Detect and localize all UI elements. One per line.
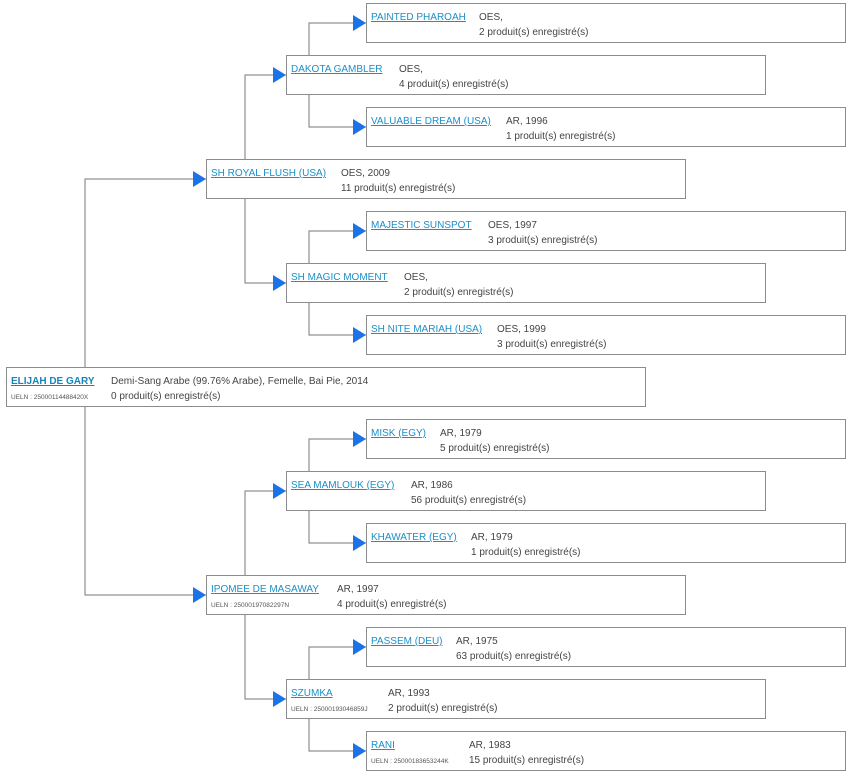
sire-dam-dam-name-link[interactable]: SH NITE MARIAH (USA) bbox=[371, 324, 483, 335]
sire-sire-dam-node: VALUABLE DREAM (USA) AR, 1996 1 produit(… bbox=[366, 107, 846, 147]
sire-name-link[interactable]: SH ROYAL FLUSH (USA) bbox=[211, 168, 327, 179]
arrow-right-icon bbox=[353, 327, 366, 343]
sire-node: SH ROYAL FLUSH (USA) OES, 2009 11 produi… bbox=[206, 159, 686, 199]
connector-line bbox=[244, 74, 286, 159]
dam-ueln: UELN : 25000197082297N bbox=[211, 602, 290, 609]
arrow-right-icon bbox=[353, 223, 366, 239]
dam-dam-sire-name-link[interactable]: PASSEM (DEU) bbox=[371, 636, 443, 647]
sire-sire-node: DAKOTA GAMBLER OES, 4 produit(s) enregis… bbox=[286, 55, 766, 95]
dam-sire-info: AR, 1986 bbox=[411, 480, 453, 491]
arrow-right-icon bbox=[273, 275, 286, 291]
sire-sire-sire-info: OES, bbox=[479, 12, 503, 23]
dam-dam-dam-ueln: UELN : 25000183653244K bbox=[371, 758, 449, 765]
dam-sire-dam-name-link[interactable]: KHAWATER (EGY) bbox=[371, 532, 457, 543]
dam-dam-dam-info: AR, 1983 bbox=[469, 740, 511, 751]
connector-line bbox=[244, 615, 286, 700]
arrow-right-icon bbox=[273, 67, 286, 83]
sire-dam-sire-name-link[interactable]: MAJESTIC SUNSPOT bbox=[371, 220, 472, 231]
dam-node: IPOMEE DE MASAWAY UELN : 25000197082297N… bbox=[206, 575, 686, 615]
subject-info: Demi-Sang Arabe (99.76% Arabe), Femelle,… bbox=[111, 376, 369, 387]
subject-products: 0 produit(s) enregistré(s) bbox=[111, 391, 221, 402]
dam-sire-sire-node: MISK (EGY) AR, 1979 5 produit(s) enregis… bbox=[366, 419, 846, 459]
sire-dam-node: SH MAGIC MOMENT OES, 2 produit(s) enregi… bbox=[286, 263, 766, 303]
sire-sire-dam-products: 1 produit(s) enregistré(s) bbox=[506, 131, 616, 142]
arrow-right-icon bbox=[273, 691, 286, 707]
dam-dam-dam-name-link[interactable]: RANI bbox=[371, 740, 395, 751]
dam-dam-products: 2 produit(s) enregistré(s) bbox=[388, 703, 498, 714]
sire-sire-sire-name-link[interactable]: PAINTED PHAROAH bbox=[371, 12, 466, 23]
arrow-right-icon bbox=[353, 743, 366, 759]
arrow-right-icon bbox=[273, 483, 286, 499]
sire-sire-info: OES, bbox=[399, 64, 423, 75]
connector-line bbox=[308, 303, 366, 336]
sire-dam-info: OES, bbox=[404, 272, 428, 283]
connector-line bbox=[308, 719, 366, 752]
sire-dam-products: 2 produit(s) enregistré(s) bbox=[404, 287, 514, 298]
subject-ueln: UELN : 25000114488420X bbox=[11, 394, 89, 401]
sire-dam-dam-info: OES, 1999 bbox=[497, 324, 546, 335]
dam-dam-sire-node: PASSEM (DEU) AR, 1975 63 produit(s) enre… bbox=[366, 627, 846, 667]
arrow-right-icon bbox=[193, 587, 206, 603]
dam-name-link[interactable]: IPOMEE DE MASAWAY bbox=[211, 584, 319, 595]
arrow-right-icon bbox=[193, 171, 206, 187]
dam-sire-products: 56 produit(s) enregistré(s) bbox=[411, 495, 527, 506]
subject-node: ELIJAH DE GARY UELN : 25000114488420X De… bbox=[6, 367, 646, 407]
dam-dam-sire-info: AR, 1975 bbox=[456, 636, 498, 647]
connector-line bbox=[308, 511, 366, 544]
dam-sire-sire-name-link[interactable]: MISK (EGY) bbox=[371, 428, 427, 439]
dam-dam-dam-node: RANI UELN : 25000183653244K AR, 1983 15 … bbox=[366, 731, 846, 771]
sire-dam-sire-info: OES, 1997 bbox=[488, 220, 537, 231]
dam-sire-dam-node: KHAWATER (EGY) AR, 1979 1 produit(s) enr… bbox=[366, 523, 846, 563]
connector-line bbox=[84, 407, 206, 596]
subject-name-link[interactable]: ELIJAH DE GARY bbox=[11, 376, 95, 387]
arrow-right-icon bbox=[353, 119, 366, 135]
sire-products: 11 produit(s) enregistré(s) bbox=[341, 183, 456, 194]
sire-dam-dam-products: 3 produit(s) enregistré(s) bbox=[497, 339, 607, 350]
dam-dam-sire-products: 63 produit(s) enregistré(s) bbox=[456, 651, 572, 662]
connector-line bbox=[244, 490, 286, 575]
sire-dam-sire-node: MAJESTIC SUNSPOT OES, 1997 3 produit(s) … bbox=[366, 211, 846, 251]
dam-dam-name-link[interactable]: SZUMKA bbox=[291, 688, 333, 699]
sire-sire-dam-info: AR, 1996 bbox=[506, 116, 548, 127]
dam-dam-info: AR, 1993 bbox=[388, 688, 430, 699]
sire-sire-name-link[interactable]: DAKOTA GAMBLER bbox=[291, 64, 383, 75]
dam-sire-sire-products: 5 produit(s) enregistré(s) bbox=[440, 443, 550, 454]
sire-sire-sire-products: 2 produit(s) enregistré(s) bbox=[479, 27, 589, 38]
connector-line bbox=[308, 438, 366, 471]
connector-line bbox=[244, 199, 286, 284]
connector-line bbox=[308, 22, 366, 55]
arrow-right-icon bbox=[353, 535, 366, 551]
dam-sire-name-link[interactable]: SEA MAMLOUK (EGY) bbox=[291, 480, 395, 491]
sire-dam-sire-products: 3 produit(s) enregistré(s) bbox=[488, 235, 598, 246]
dam-sire-dam-products: 1 produit(s) enregistré(s) bbox=[471, 547, 581, 558]
sire-dam-dam-node: SH NITE MARIAH (USA) OES, 1999 3 produit… bbox=[366, 315, 846, 355]
sire-sire-products: 4 produit(s) enregistré(s) bbox=[399, 79, 509, 90]
dam-sire-sire-info: AR, 1979 bbox=[440, 428, 482, 439]
dam-sire-node: SEA MAMLOUK (EGY) AR, 1986 56 produit(s)… bbox=[286, 471, 766, 511]
sire-sire-dam-name-link[interactable]: VALUABLE DREAM (USA) bbox=[371, 116, 491, 127]
dam-products: 4 produit(s) enregistré(s) bbox=[337, 599, 447, 610]
sire-dam-name-link[interactable]: SH MAGIC MOMENT bbox=[291, 272, 388, 283]
connector-line bbox=[308, 95, 366, 128]
arrow-right-icon bbox=[353, 431, 366, 447]
sire-sire-sire-node: PAINTED PHAROAH OES, 2 produit(s) enregi… bbox=[366, 3, 846, 43]
arrow-right-icon bbox=[353, 639, 366, 655]
dam-dam-node: SZUMKA UELN : 25000193046859J AR, 1993 2… bbox=[286, 679, 766, 719]
connector-line bbox=[308, 230, 366, 263]
dam-sire-dam-info: AR, 1979 bbox=[471, 532, 513, 543]
arrow-right-icon bbox=[353, 15, 366, 31]
connector-line bbox=[308, 646, 366, 679]
dam-dam-ueln: UELN : 25000193046859J bbox=[291, 706, 368, 713]
sire-info: OES, 2009 bbox=[341, 168, 390, 179]
connector-line bbox=[84, 178, 206, 367]
dam-dam-dam-products: 15 produit(s) enregistré(s) bbox=[469, 755, 585, 766]
dam-info: AR, 1997 bbox=[337, 584, 379, 595]
